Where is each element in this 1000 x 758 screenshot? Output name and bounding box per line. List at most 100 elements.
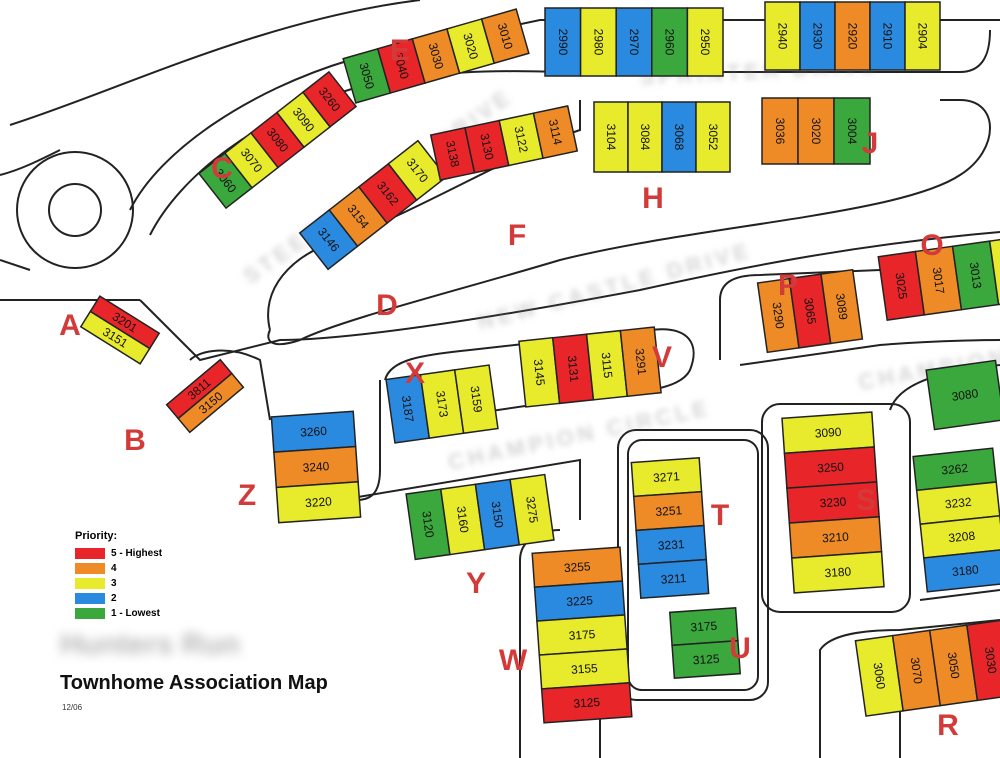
block-letter-T: T — [711, 499, 729, 532]
unit-number: 3250 — [817, 460, 845, 476]
unit-number: 2940 — [776, 23, 790, 50]
block-letter-H: H — [642, 182, 664, 215]
unit-3211[interactable] — [637, 558, 710, 600]
unit-number: 3030 — [982, 646, 1000, 675]
road-top-left — [9, 0, 421, 126]
unit-3089[interactable] — [820, 268, 864, 345]
unit-number: 3271 — [653, 469, 681, 485]
unit-number: 3125 — [573, 695, 601, 711]
unit-3125[interactable] — [540, 682, 633, 724]
unit-2930[interactable] — [799, 1, 836, 71]
block-letter-C: C — [211, 152, 233, 185]
unit-2970[interactable] — [615, 7, 653, 77]
unit-3180[interactable] — [790, 550, 885, 594]
unit-3084[interactable] — [627, 101, 663, 173]
unit-number: 3145 — [531, 358, 548, 386]
unit-2940[interactable] — [764, 1, 801, 71]
legend-row: 1 - Lowest — [75, 606, 245, 621]
legend-swatch-5 — [75, 548, 105, 559]
legend-swatch-2 — [75, 593, 105, 604]
unit-3260[interactable] — [301, 70, 358, 128]
unit-number: 3173 — [433, 390, 451, 419]
block-right2: 3080 — [925, 359, 1000, 431]
road-new-castle-lower — [139, 231, 1000, 362]
unit-number: 3232 — [944, 495, 972, 512]
unit-number: 3225 — [566, 593, 594, 609]
unit-2950[interactable] — [686, 7, 724, 77]
unit-2920[interactable] — [834, 1, 871, 71]
unit-3004[interactable] — [833, 97, 871, 165]
priority-legend: Priority: 5 - Highest 4 3 2 1 - Lowest — [75, 530, 245, 621]
unit-number: 3120 — [419, 510, 437, 539]
unit-number: 3180 — [824, 564, 852, 580]
unit-3170[interactable] — [387, 139, 448, 202]
legend-label: 5 - Highest — [111, 548, 163, 559]
unit-number: 3130 — [477, 132, 496, 161]
road-lower-left — [189, 349, 271, 421]
unit-number: 2970 — [627, 29, 641, 56]
legend-label: 2 — [111, 593, 117, 604]
community-name-blurred: Hunters Run — [60, 628, 240, 661]
unit-number: 3275 — [523, 495, 541, 524]
unit-number: 3208 — [948, 529, 976, 546]
legend-swatch-4 — [75, 563, 105, 574]
unit-3030[interactable] — [965, 619, 1000, 702]
unit-3052[interactable] — [695, 101, 731, 173]
unit-3150[interactable] — [177, 372, 245, 434]
unit-3220[interactable] — [275, 480, 362, 524]
unit-3114[interactable] — [532, 105, 579, 160]
legend-label: 3 — [111, 578, 117, 589]
road-steeplechase-outer — [129, 19, 1000, 211]
road-p-loop-2 — [739, 339, 1000, 366]
unit-number: 3180 — [951, 562, 979, 579]
road-p-loop — [719, 269, 881, 360]
unit-3009[interactable] — [988, 235, 1000, 306]
unit-3275[interactable] — [509, 473, 555, 546]
unit-number: 3187 — [399, 395, 417, 424]
legend-row: 4 — [75, 561, 245, 576]
unit-number: 2904 — [916, 23, 930, 50]
block-O: 3025301730133009 — [877, 235, 1000, 321]
unit-3125[interactable] — [671, 639, 742, 680]
unit-number: 3036 — [773, 118, 787, 145]
unit-2904[interactable] — [904, 1, 941, 71]
unit-number: 3070 — [908, 656, 926, 685]
unit-number: 3125 — [692, 652, 720, 668]
roundabout — [48, 183, 102, 237]
unit-2960[interactable] — [651, 7, 689, 77]
road-bottom-right — [819, 619, 1000, 758]
unit-3151[interactable] — [79, 310, 151, 365]
legend-label: 1 - Lowest — [111, 608, 160, 619]
unit-3291[interactable] — [619, 326, 662, 398]
road-champion-mid — [339, 458, 581, 520]
unit-3159[interactable] — [453, 364, 499, 435]
unit-3068[interactable] — [661, 101, 697, 173]
unit-number: 3068 — [672, 124, 686, 151]
unit-2910[interactable] — [869, 1, 906, 71]
unit-number: 3211 — [660, 571, 687, 587]
unit-number: 3155 — [571, 661, 599, 677]
unit-number: 3240 — [302, 459, 330, 475]
unit-3036[interactable] — [761, 97, 799, 165]
unit-number: 2930 — [811, 23, 825, 50]
block-letter-X: X — [405, 357, 425, 390]
legend-swatch-3 — [75, 578, 105, 589]
block-letter-R: R — [937, 709, 959, 742]
unit-3010[interactable] — [480, 8, 530, 65]
block-letter-E: E — [390, 34, 410, 67]
unit-3180[interactable] — [922, 548, 1000, 593]
street-label-new-castle: NEW CASTLE DRIVE — [475, 237, 755, 334]
unit-number: 3084 — [638, 124, 652, 151]
block-letter-V: V — [652, 341, 672, 374]
